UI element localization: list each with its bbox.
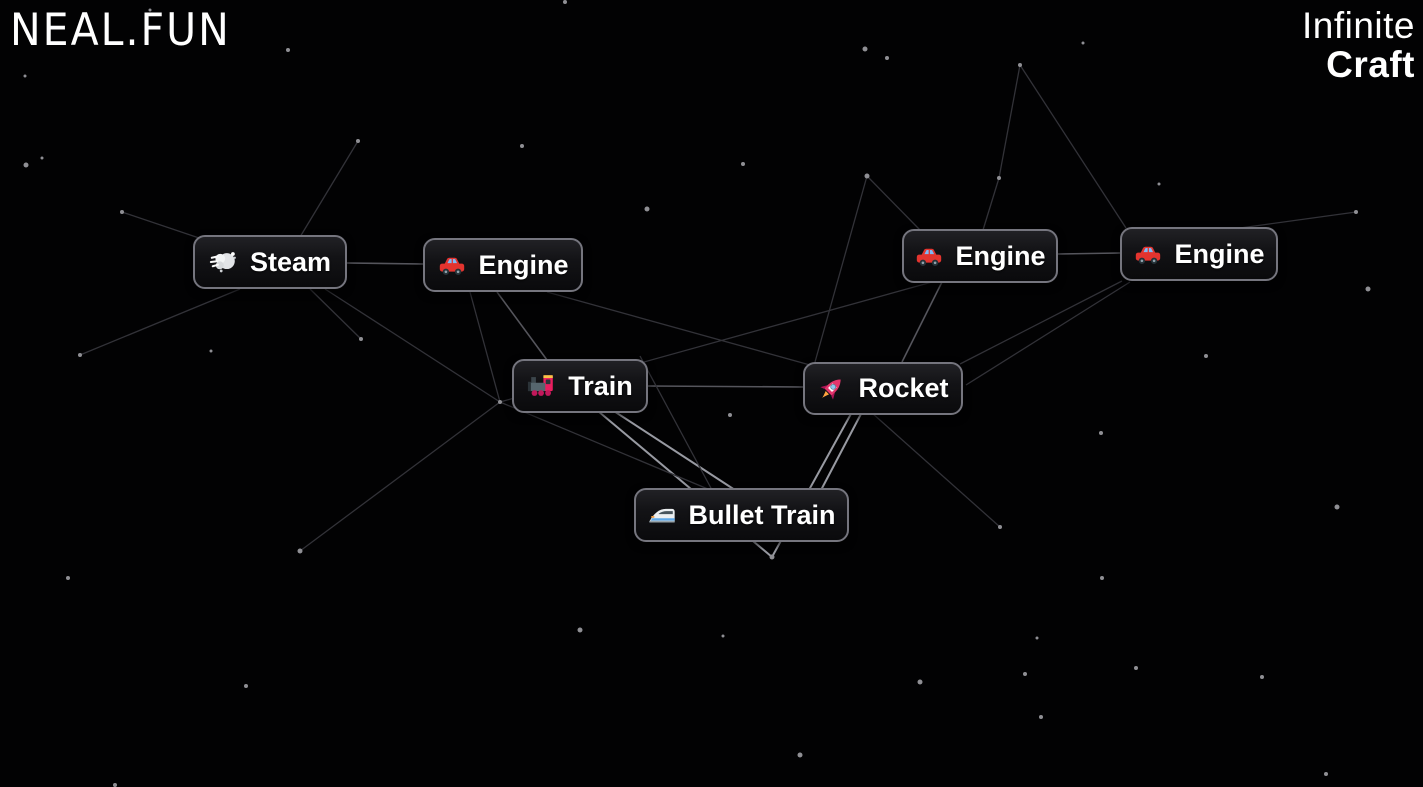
star-dot <box>520 144 524 148</box>
star-dot <box>40 156 44 160</box>
connection-line <box>866 175 921 231</box>
connection-line <box>982 177 1000 231</box>
star-dot <box>917 679 923 685</box>
connection-line <box>299 401 501 552</box>
star-dot <box>498 400 502 404</box>
connection-line <box>599 401 739 493</box>
element-card-label: Engine <box>955 240 1046 271</box>
car-icon <box>437 250 467 280</box>
steam-icon <box>209 247 239 277</box>
star-dot <box>66 576 70 580</box>
star-dot <box>1134 666 1138 670</box>
star-dot <box>148 8 152 12</box>
connection-line <box>79 288 241 356</box>
star-dot <box>577 627 583 633</box>
element-card-steam[interactable]: Steam <box>193 235 347 289</box>
connection-line <box>814 175 868 363</box>
star-dot <box>741 162 745 166</box>
star-dot <box>862 46 868 52</box>
element-card-label: Engine <box>1174 238 1265 269</box>
star-dot <box>356 139 360 143</box>
infinite-craft-logo: Infinite Craft <box>1301 5 1415 86</box>
element-card-bullet-train[interactable]: Bullet Train <box>634 488 849 542</box>
logo-line-infinite: Infinite <box>1301 5 1415 46</box>
connection-line <box>998 64 1021 179</box>
star-dot <box>359 337 363 341</box>
star-dot <box>23 162 29 168</box>
connection-line <box>324 288 501 403</box>
star-dot <box>1081 41 1085 45</box>
car-icon <box>1133 239 1163 269</box>
star-dot <box>998 525 1002 529</box>
element-card-label: Engine <box>478 249 569 280</box>
connection-line <box>496 291 548 361</box>
element-card-engine-3[interactable]: Engine <box>1120 227 1278 281</box>
star-dot <box>1018 63 1022 67</box>
connection-line <box>346 262 424 265</box>
star-dot <box>1260 675 1264 679</box>
star-dot <box>644 206 650 212</box>
star-dot <box>286 48 290 52</box>
star-dot <box>1035 636 1039 640</box>
star-dot <box>1039 715 1043 719</box>
star-dot <box>297 548 303 554</box>
element-card-engine-1[interactable]: Engine <box>423 238 583 292</box>
star-dot <box>1099 431 1103 435</box>
connection-line <box>646 385 804 388</box>
star-dot <box>1334 504 1340 510</box>
star-dot <box>864 173 870 179</box>
connection-line <box>1019 64 1127 229</box>
star-dot <box>120 210 124 214</box>
star-dot <box>997 176 1001 180</box>
star-dot <box>563 0 567 4</box>
star-dot <box>23 74 27 78</box>
element-card-label: Rocket <box>858 373 949 403</box>
logo-line-craft: Craft <box>1326 44 1415 86</box>
star-dot <box>1354 210 1358 214</box>
star-dot <box>728 413 732 417</box>
element-card-engine-2[interactable]: Engine <box>902 229 1058 283</box>
connection-line <box>469 291 501 403</box>
star-dot <box>769 554 775 560</box>
connection-line <box>639 355 713 491</box>
connection-line <box>1239 211 1357 229</box>
connection-line <box>871 412 1001 528</box>
connection-line <box>299 140 359 238</box>
train-icon <box>527 371 557 401</box>
star-dot <box>721 634 725 638</box>
connection-line <box>546 291 811 366</box>
star-dot <box>1204 354 1208 358</box>
star-dot <box>1100 576 1104 580</box>
star-dot <box>1023 672 1027 676</box>
connection-line <box>901 281 943 363</box>
connection-line <box>1057 252 1121 255</box>
element-card-rocket[interactable]: Rocket <box>803 362 963 415</box>
star-dot <box>1365 286 1371 292</box>
element-card-train[interactable]: Train <box>512 359 648 413</box>
star-dot <box>113 783 117 787</box>
connection-line <box>121 211 206 241</box>
element-card-label: Train <box>568 370 633 401</box>
bullet-train-icon <box>647 500 677 530</box>
element-card-label: Bullet Train <box>688 499 836 530</box>
connection-line <box>959 280 1123 365</box>
connection-line <box>309 288 362 340</box>
star-dot <box>244 684 248 688</box>
star-dot <box>885 56 889 60</box>
connection-line <box>965 281 1131 386</box>
connection-line <box>819 411 863 493</box>
star-dot <box>797 752 803 758</box>
element-card-label: Steam <box>249 246 332 277</box>
star-dot <box>1157 182 1161 186</box>
star-dot <box>209 349 213 353</box>
connection-line <box>499 401 716 493</box>
neal-fun-logo[interactable]: NEAL.FUN <box>10 4 231 56</box>
rocket-icon <box>817 374 847 404</box>
star-dot <box>1324 772 1328 776</box>
star-dot <box>78 353 82 357</box>
car-icon <box>914 241 944 271</box>
